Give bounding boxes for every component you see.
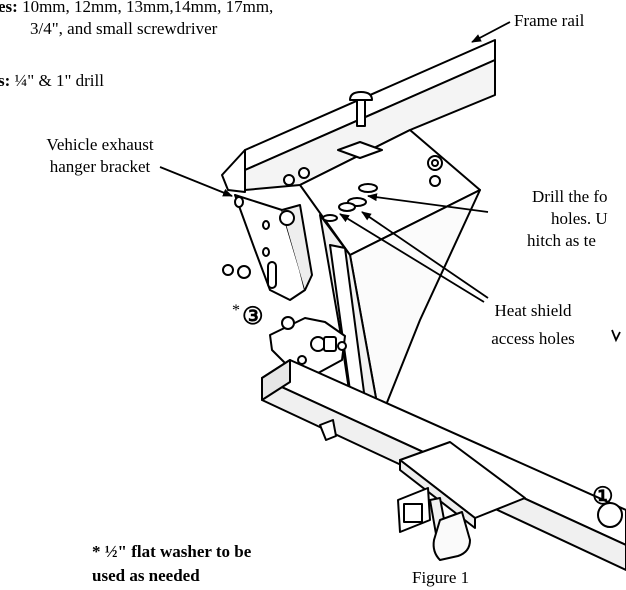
arrow-heat-1 <box>361 211 489 299</box>
heat-shield-line1: Heat shield <box>494 301 572 320</box>
drill-holes-line2: holes. U <box>551 209 608 228</box>
arrow-drill <box>367 193 489 213</box>
step-3-marker: ③ <box>242 304 264 330</box>
tools-wrenches-label: es: <box>0 0 18 16</box>
exhaust-bracket-label: Vehicle exhaust hanger bracket <box>0 134 200 178</box>
hitch-bracket <box>299 129 481 431</box>
heat-shield-line2: access holes <box>491 329 575 348</box>
washer-note-line2: used as needed <box>92 566 200 585</box>
tools-wrenches-line1: es: 10mm, 12mm, 13mm,14mm, 17mm, <box>0 0 273 18</box>
frame-rail-label: Frame rail <box>514 11 585 30</box>
step-3-asterisk: * <box>232 302 240 319</box>
drill-holes-line3: hitch as te <box>527 231 596 250</box>
arrow-heat-2 <box>339 213 485 303</box>
receiver-section <box>319 419 526 561</box>
frame-rail <box>221 39 496 193</box>
tools-drills-line: s: ¼" & 1" drill <box>0 70 104 92</box>
tools-wrenches-list: 10mm, 12mm, 13mm,14mm, 17mm, <box>17 0 274 16</box>
drill-holes-line1: Drill the fo <box>532 187 608 206</box>
step-1-marker: ① <box>592 484 614 510</box>
arrow-exhaust <box>159 166 233 197</box>
frame-holes <box>322 183 378 222</box>
exhaust-label-line2: hanger bracket <box>49 157 151 176</box>
tools-drills-list: ¼" & 1" drill <box>10 71 104 90</box>
exhaust-label-line1: Vehicle exhaust <box>46 135 154 154</box>
nuts-washers <box>222 155 623 528</box>
tools-drills-label: s: <box>0 71 11 90</box>
exhaust-hanger-bracket <box>234 194 313 301</box>
figure-caption: Figure 1 <box>412 568 470 587</box>
tools-wrenches-line2: 3/4", and small screwdriver <box>30 19 218 38</box>
arrow-frame-rail <box>471 21 511 43</box>
washer-note-line1: * ½" flat washer to be <box>92 542 252 561</box>
hidden-arrow-mark <box>611 329 621 343</box>
carriage-bolt <box>337 91 383 159</box>
heat-shield-label: Heat shield access holes <box>478 300 588 350</box>
